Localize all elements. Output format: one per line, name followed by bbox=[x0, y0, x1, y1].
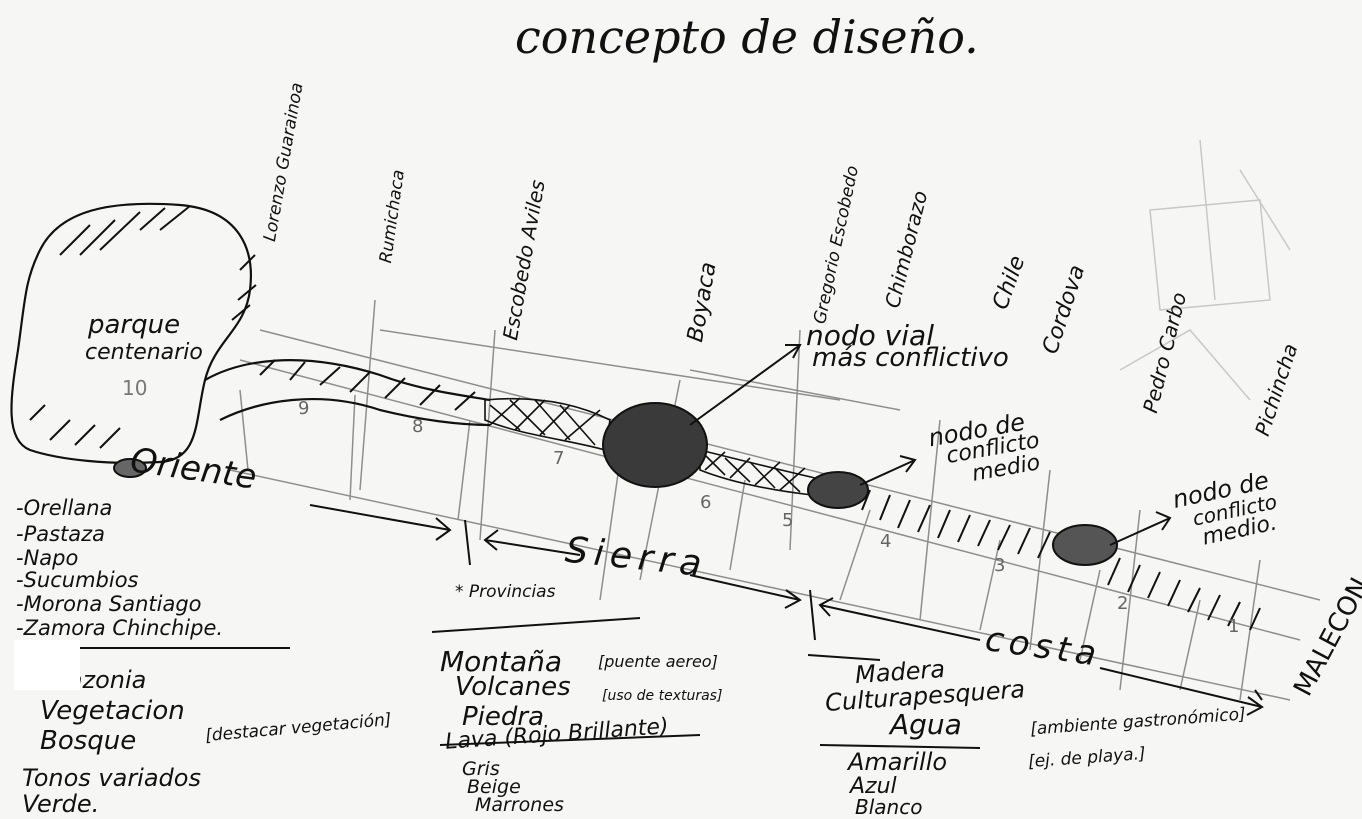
costa-blanco: Blanco bbox=[855, 795, 923, 819]
amazon-line-4: Tonos variados bbox=[22, 764, 201, 792]
park-name-line1: parque bbox=[88, 310, 181, 340]
sierra-provincias: * Provincias bbox=[455, 582, 556, 602]
sierra-bracket-textura: [uso de texturas] bbox=[602, 688, 723, 704]
sierra-gris: Gris bbox=[462, 758, 500, 780]
block-number: 5 bbox=[782, 510, 794, 531]
park-outline bbox=[10, 202, 491, 464]
park-number: 10 bbox=[122, 376, 148, 400]
park-name-line2: centenario bbox=[85, 340, 203, 365]
corridor-ticks bbox=[861, 489, 1261, 631]
oriente-marker bbox=[113, 458, 147, 478]
arrows bbox=[309, 344, 1264, 716]
costa-amarillo: Amarillo bbox=[848, 748, 948, 776]
costa-azul: Azul bbox=[850, 774, 897, 799]
costa-agua: Agua bbox=[890, 708, 962, 741]
province-item: -Zamora Chinchipe. bbox=[16, 616, 224, 640]
node-main-circle bbox=[602, 402, 708, 488]
block-number: 7 bbox=[553, 448, 565, 469]
amazon-line-5: Verde. bbox=[22, 790, 100, 818]
node-main-label-1: nodo vial bbox=[806, 319, 934, 352]
block-number: 6 bbox=[700, 492, 712, 513]
park-hatching bbox=[29, 205, 476, 449]
sierra-piedra: Piedra bbox=[462, 702, 545, 732]
province-item: -Pastaza bbox=[16, 522, 106, 546]
block-number: 8 bbox=[412, 416, 424, 437]
block-number: 2 bbox=[1117, 593, 1129, 614]
sierra-beige: Beige bbox=[467, 776, 521, 798]
province-item: -Napo bbox=[16, 546, 79, 570]
province-item: -Morona Santiago bbox=[16, 592, 202, 616]
sierra-bracket-puente: [puente aereo] bbox=[598, 652, 718, 671]
node-medium1-circle bbox=[807, 471, 869, 509]
sierra-montana: Montaña bbox=[440, 645, 563, 678]
block-number: 4 bbox=[880, 531, 892, 552]
block-number: 1 bbox=[1228, 616, 1240, 637]
node-main-label-2: más conflictivo bbox=[812, 343, 1009, 373]
block-number: 9 bbox=[298, 398, 310, 419]
page-title: concepto de diseño. bbox=[515, 10, 979, 64]
province-item: -Sucumbios bbox=[16, 568, 139, 592]
sierra-marrones: Marrones bbox=[475, 794, 564, 816]
amazon-line-2: Vegetacion bbox=[40, 696, 185, 726]
block-number: 3 bbox=[994, 555, 1006, 576]
province-item: -Orellana bbox=[16, 496, 113, 520]
faint-pencil-sketch bbox=[1119, 139, 1291, 401]
conflict-nodes bbox=[113, 402, 1118, 566]
amazon-line-3: Bosque bbox=[40, 726, 137, 756]
sierra-volcanes: Volcanes bbox=[455, 672, 571, 702]
node-medium2-circle bbox=[1052, 524, 1118, 566]
paper-patch bbox=[14, 640, 80, 690]
